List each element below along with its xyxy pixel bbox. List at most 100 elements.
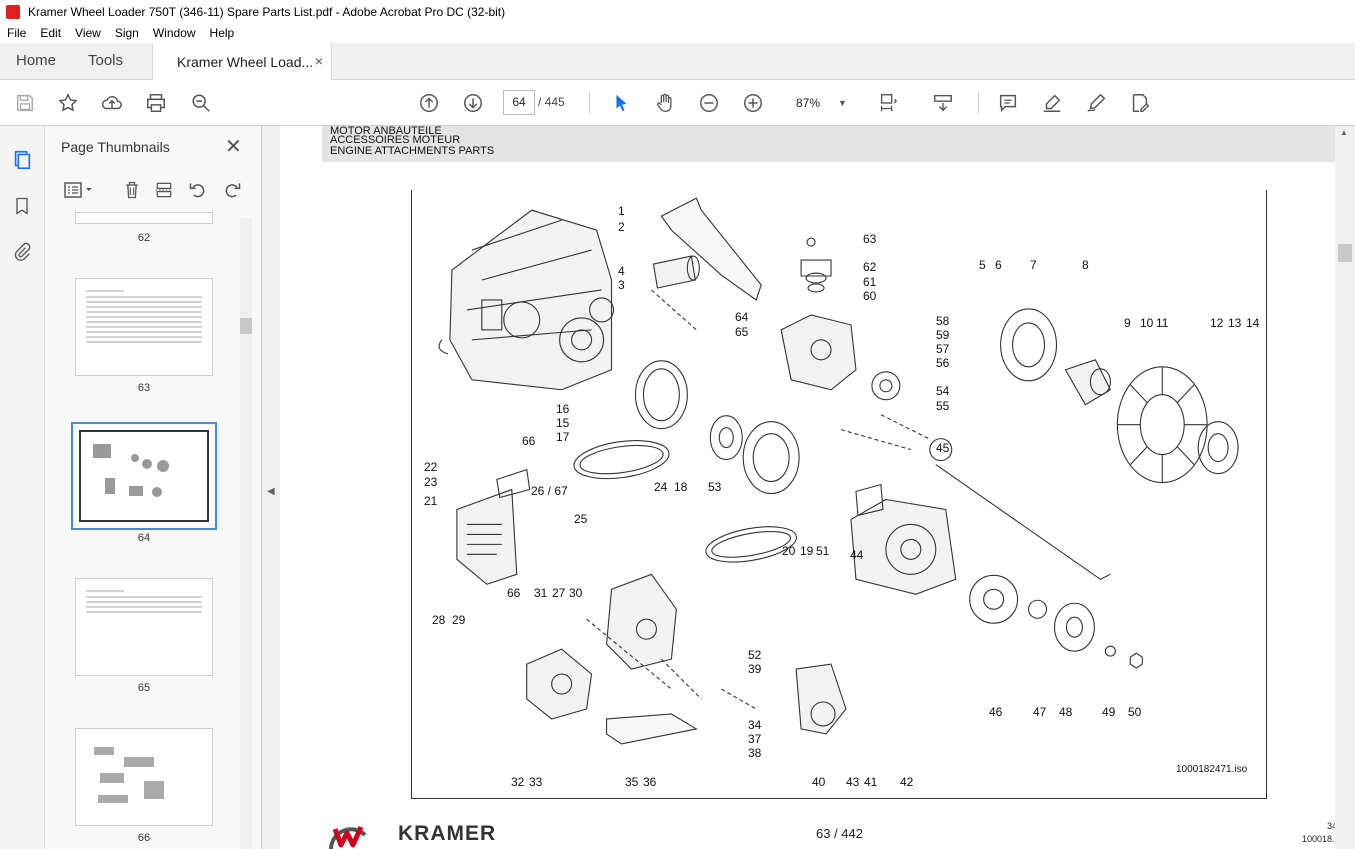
part-label: 59: [936, 328, 950, 342]
part-label: 44: [850, 548, 864, 562]
part-label: 46: [989, 705, 1003, 719]
part-label: 62: [863, 260, 877, 274]
header-line-en: ENGINE ATTACHMENTS PARTS: [330, 145, 495, 157]
part-label: 14: [1246, 316, 1260, 330]
zoom-out-icon[interactable]: [696, 90, 722, 116]
menu-edit[interactable]: Edit: [40, 26, 62, 40]
part-label: 39: [748, 662, 762, 676]
scroll-mode-icon[interactable]: [930, 90, 956, 116]
title-bar: Kramer Wheel Loader 750T (346-11) Spare …: [0, 0, 1355, 23]
page-number-input[interactable]: 64: [503, 90, 535, 115]
zoom-level-select[interactable]: 87% ▼: [782, 90, 856, 115]
tab-bar: Home Tools Kramer Wheel Load... ×: [0, 43, 1355, 80]
drawing-reference-id: 1000182471.iso: [1176, 764, 1248, 775]
tab-home[interactable]: Home: [16, 52, 57, 69]
acrobat-app-icon: [6, 4, 20, 19]
panel-title: Page Thumbnails: [61, 139, 170, 155]
part-label: 35: [625, 775, 639, 789]
tab-document[interactable]: Kramer Wheel Load... ×: [152, 43, 332, 80]
thumbnail-options-icon[interactable]: [59, 178, 99, 202]
thumbnail-page-number: 66: [137, 832, 151, 844]
zoom-in-icon[interactable]: [740, 90, 766, 116]
delete-page-icon[interactable]: [120, 178, 144, 202]
chevron-down-icon: ▼: [838, 97, 847, 108]
page-thumbnail[interactable]: [75, 278, 213, 376]
sign-pen-icon[interactable]: [1083, 90, 1109, 116]
print-icon[interactable]: [143, 90, 169, 116]
header-line-fr: ACCESSOIRES MOTEUR: [330, 134, 461, 146]
panel-collapse-handle[interactable]: ◀: [262, 126, 280, 849]
part-label: 63: [863, 232, 877, 246]
tab-document-label: Kramer Wheel Load...: [177, 54, 314, 70]
panel-close-icon[interactable]: ✕: [225, 136, 242, 158]
part-label: 66: [522, 434, 536, 448]
part-label: 55: [936, 399, 950, 413]
document-scrollbar-thumb[interactable]: [1338, 244, 1352, 262]
part-label: 5: [979, 258, 986, 272]
part-label: 32: [511, 775, 525, 789]
thumbnail-page-number: 65: [137, 682, 151, 694]
part-label: 57: [936, 342, 950, 356]
menu-help[interactable]: Help: [209, 26, 235, 40]
edit-pdf-icon[interactable]: [1127, 90, 1153, 116]
scroll-up-arrow-icon[interactable]: ▲: [1340, 128, 1348, 137]
thumbnail-toolbar: [45, 174, 262, 206]
footer-page-number: 63 / 442: [816, 826, 863, 841]
page-header-band: MOTOR ANBAUTEILE ACCESSOIRES MOTEUR ENGI…: [322, 126, 1335, 162]
document-viewer[interactable]: MOTOR ANBAUTEILE ACCESSOIRES MOTEUR ENGI…: [280, 126, 1338, 849]
part-label: 28: [432, 613, 446, 627]
page-thumbnail-selected[interactable]: [71, 422, 217, 530]
tab-tools[interactable]: Tools: [88, 52, 124, 69]
tab-close-button[interactable]: ×: [314, 53, 323, 69]
save-icon[interactable]: [12, 90, 38, 116]
thumbnail-page-number: 62: [137, 232, 151, 244]
select-cursor-icon[interactable]: [608, 90, 634, 116]
part-label: 17: [556, 430, 570, 444]
attachments-icon[interactable]: [10, 240, 34, 264]
menu-file[interactable]: File: [7, 26, 27, 40]
part-label: 9: [1124, 316, 1131, 330]
part-label: 1: [618, 204, 625, 218]
next-page-icon[interactable]: [460, 90, 486, 116]
menu-view[interactable]: View: [75, 26, 101, 40]
thumbnail-page-number: 63: [137, 382, 151, 394]
scrollbar-thumb[interactable]: [240, 318, 252, 334]
rotate-right-icon[interactable]: [220, 178, 244, 202]
extract-page-icon[interactable]: [152, 178, 176, 202]
pdf-page: MOTOR ANBAUTEILE ACCESSOIRES MOTEUR ENGI…: [280, 126, 1338, 849]
page-thumbnail[interactable]: [75, 728, 213, 826]
page-thumbnail[interactable]: [75, 212, 213, 224]
find-zoom-icon[interactable]: [188, 90, 214, 116]
comment-icon[interactable]: [995, 90, 1021, 116]
part-label: 66: [507, 586, 521, 600]
part-label: 10: [1140, 316, 1154, 330]
part-label: 21: [424, 494, 438, 508]
menu-sign[interactable]: Sign: [114, 26, 139, 40]
menu-window[interactable]: Window: [152, 26, 196, 40]
upload-cloud-icon[interactable]: [99, 90, 125, 116]
part-label: 11: [1156, 316, 1169, 330]
part-label: 25: [574, 512, 588, 526]
bookmark-star-icon[interactable]: [55, 90, 81, 116]
part-label: 53: [708, 480, 722, 494]
part-label: 56: [936, 356, 950, 370]
part-label: 4: [618, 264, 625, 278]
part-label: 6: [995, 258, 1002, 272]
bookmarks-icon[interactable]: [10, 194, 34, 218]
thumbnail-scrollbar[interactable]: [240, 218, 252, 849]
page-fit-icon[interactable]: [875, 90, 901, 116]
footer-code-top: 34: [1327, 821, 1338, 831]
part-label: 13: [1228, 316, 1242, 330]
page-thumbnail[interactable]: [75, 578, 213, 676]
part-label: 45: [936, 441, 950, 455]
hand-tool-icon[interactable]: [652, 90, 678, 116]
part-label: 65: [735, 325, 749, 339]
part-label: 18: [674, 480, 688, 494]
previous-page-icon[interactable]: [416, 90, 442, 116]
page-thumbnails-icon[interactable]: [10, 148, 34, 172]
kramer-logo-icon: [329, 825, 367, 849]
rotate-left-icon[interactable]: [186, 178, 210, 202]
part-label: 37: [748, 732, 762, 746]
highlight-pen-icon[interactable]: [1039, 90, 1065, 116]
document-scrollbar[interactable]: ▲: [1335, 126, 1355, 849]
